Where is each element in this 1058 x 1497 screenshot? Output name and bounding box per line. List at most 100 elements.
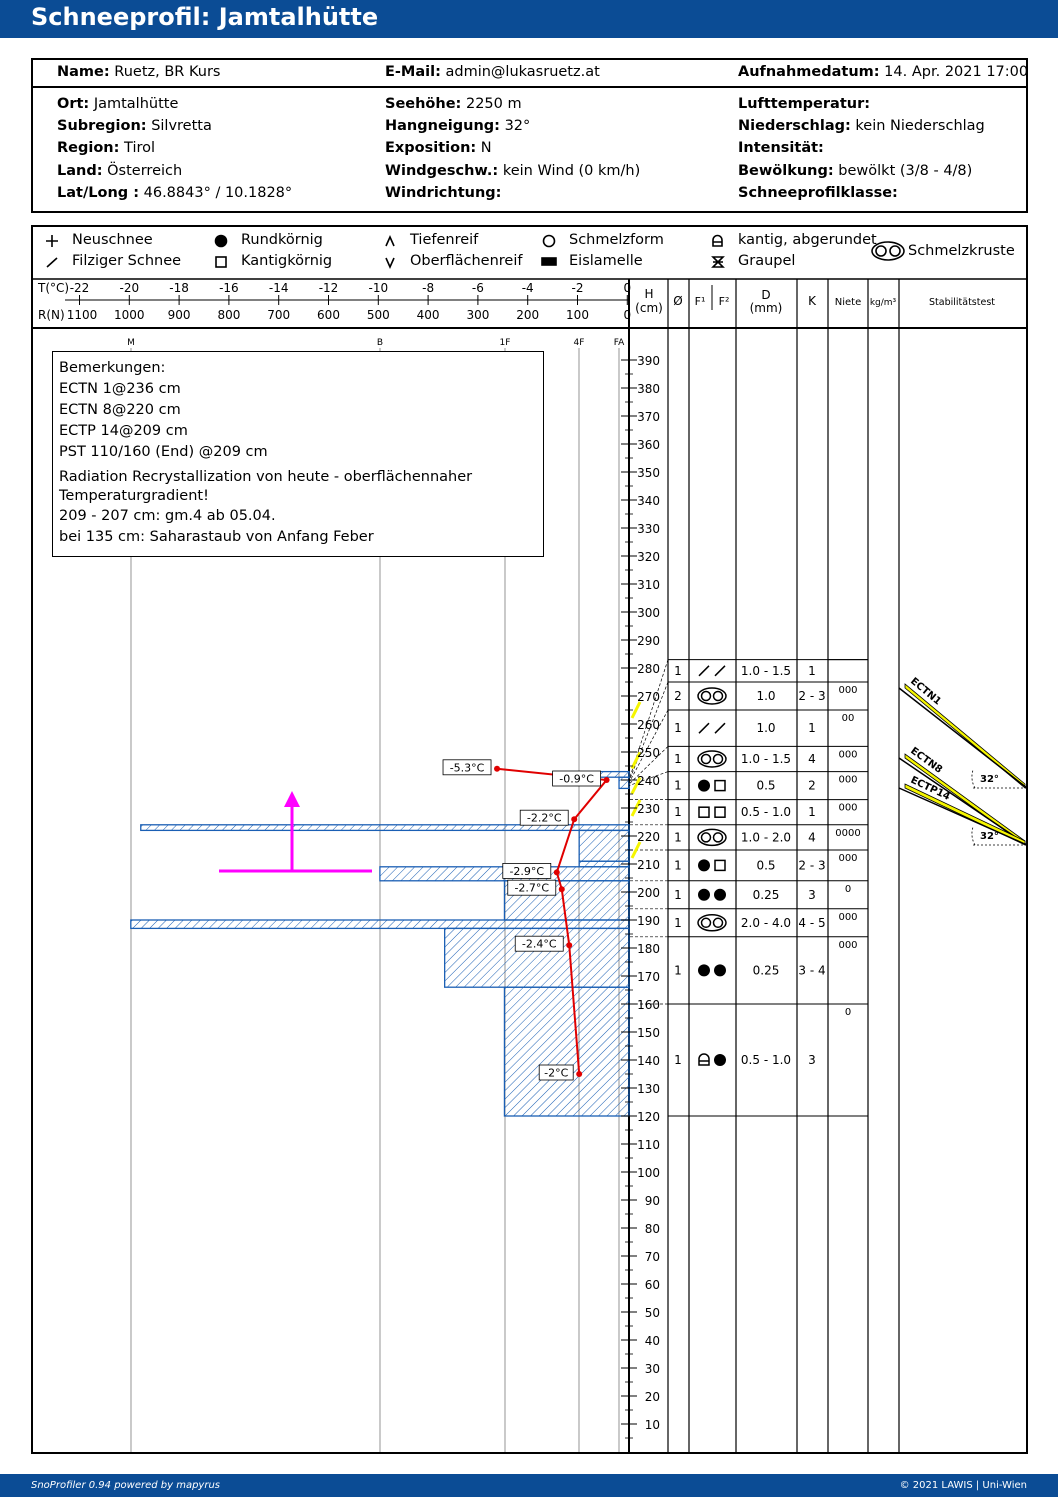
temperature-label-box — [552, 770, 601, 787]
remarks-line: PST 110/160 (End) @209 cm — [59, 444, 268, 460]
filz-icon — [698, 722, 710, 734]
footer-copyright: © 2021 LAWIS | Uni-Wien — [899, 1480, 1027, 1491]
r-tick-label: 800 — [217, 308, 240, 322]
h-tick-label: 270 — [637, 690, 660, 704]
h-tick-label: 40 — [645, 1334, 660, 1348]
land-field: Land: Österreich — [57, 163, 183, 179]
t-tick-label: -4 — [522, 281, 534, 295]
h-tick-label: 20 — [645, 1390, 660, 1404]
t-tick-label: -12 — [319, 281, 339, 295]
remarks-line: Radiation Recrystallization von heute - … — [59, 469, 473, 485]
temperature-label: -0.9°C — [559, 773, 594, 786]
t-tick-label: -20 — [119, 281, 139, 295]
remarks-line: Temperaturgradient! — [59, 488, 209, 504]
klasse-field: Schneeprofilklasse: — [738, 185, 898, 201]
t-tick-label: -14 — [269, 281, 289, 295]
layer-d: 0.25 — [753, 888, 780, 902]
temperature-point — [553, 869, 560, 876]
neuschnee-icon — [46, 235, 58, 247]
layer-connector — [628, 746, 669, 785]
schmelzform-icon — [712, 690, 724, 702]
layer-d: 0.5 — [756, 779, 775, 793]
t-tick-label: -10 — [368, 281, 388, 295]
h-tick-label: 190 — [637, 914, 660, 928]
layer-niete: 00 — [842, 713, 855, 724]
schmelzform-icon — [697, 750, 727, 768]
layer-oe: 1 — [674, 752, 682, 766]
hardness-bar — [140, 824, 630, 832]
h-tick-label: 290 — [637, 634, 660, 648]
legend-kantig-abgerundet: kantig, abgerundet — [738, 232, 877, 248]
legend-schmelzform: Schmelzform — [569, 232, 664, 248]
header-niete: Niete — [835, 297, 861, 308]
layer-d: 0.5 — [756, 858, 775, 872]
schmelzform-icon — [700, 917, 712, 929]
layer-k: 3 - 4 — [798, 963, 825, 977]
temperature-label: -2.2°C — [527, 812, 562, 825]
filz-icon — [714, 665, 726, 677]
legend-filziger: Filziger Schnee — [72, 253, 182, 269]
remarks-line: bei 135 cm: Saharastaub von Anfang Feber — [59, 529, 374, 545]
schmelzform-icon — [697, 687, 727, 705]
h-tick-label: 240 — [637, 774, 660, 788]
h-tick-label: 90 — [645, 1194, 660, 1208]
r-tick-label: 200 — [516, 308, 539, 322]
connector-highlight — [630, 701, 642, 719]
rund-icon — [714, 964, 726, 977]
layer-k: 3 — [808, 1053, 816, 1067]
stability-line — [898, 687, 1028, 789]
rund-icon — [714, 888, 726, 901]
temperature-label-box — [442, 759, 492, 776]
stability-angle-arc — [971, 826, 976, 846]
t-tick-label: -2 — [572, 281, 584, 295]
header-d-unit: (mm) — [750, 301, 783, 315]
h-tick-label: 340 — [637, 494, 660, 508]
temperature-label-box — [507, 879, 557, 896]
temperature-point — [566, 942, 573, 949]
schmelzform-icon — [697, 828, 727, 847]
schmelzform-icon — [712, 832, 724, 843]
h-tick-label: 380 — [637, 382, 660, 396]
info-box: Name: Ruetz, BR Kurs E-Mail: admin@lukas… — [31, 58, 1028, 213]
kantig-icon — [698, 806, 710, 818]
r-tick-label: 1000 — [114, 308, 145, 322]
schmelzform-icon — [712, 917, 724, 929]
layer-k: 2 — [808, 779, 816, 793]
layer-d: 0.5 - 1.0 — [741, 1053, 791, 1067]
t-tick-label: -18 — [169, 281, 189, 295]
intensitaet-field: Intensität: — [738, 140, 824, 156]
legend-graupel: Graupel — [738, 253, 796, 269]
layer-d: 0.5 - 1.0 — [741, 805, 791, 819]
layer-oe: 1 — [674, 888, 682, 902]
rund-icon — [698, 779, 710, 792]
h-tick-label: 280 — [637, 662, 660, 676]
t-tick-label: -22 — [70, 281, 90, 295]
t-axis-label: T(°C) — [37, 281, 69, 295]
temperature-point — [603, 777, 610, 783]
legend-symbols — [46, 234, 905, 269]
remarks-line: ECTN 1@236 cm — [59, 381, 181, 397]
layer-oe: 1 — [674, 664, 682, 678]
temperature-label-box — [502, 863, 552, 879]
schmelzform-icon — [700, 832, 712, 843]
header-density: kg/m³ — [870, 298, 897, 308]
kantig-icon — [714, 806, 726, 818]
kantigkoernig-icon — [215, 256, 227, 268]
h-tick-label: 140 — [637, 1054, 660, 1068]
layer-d: 0.25 — [753, 963, 780, 977]
divider — [33, 86, 1026, 88]
graupel-icon — [711, 256, 725, 268]
remarks-title: Bemerkungen: — [59, 360, 166, 376]
h-tick-label: 170 — [637, 970, 660, 984]
layer-oe: 2 — [674, 689, 682, 703]
date-field: Aufnahmedatum: 14. Apr. 2021 17:00 — [738, 64, 1029, 80]
schmelzform-icon — [712, 753, 724, 765]
hardness-bar — [503, 986, 630, 1117]
h-tick-label: 230 — [637, 802, 660, 816]
layer-niete: 000 — [838, 749, 857, 760]
hand-hardness-label: FA — [614, 338, 625, 348]
hardness-bar — [618, 776, 630, 790]
header-k: K — [808, 294, 817, 308]
layer-oe: 1 — [674, 830, 682, 844]
temperature-label-box — [538, 1064, 574, 1081]
